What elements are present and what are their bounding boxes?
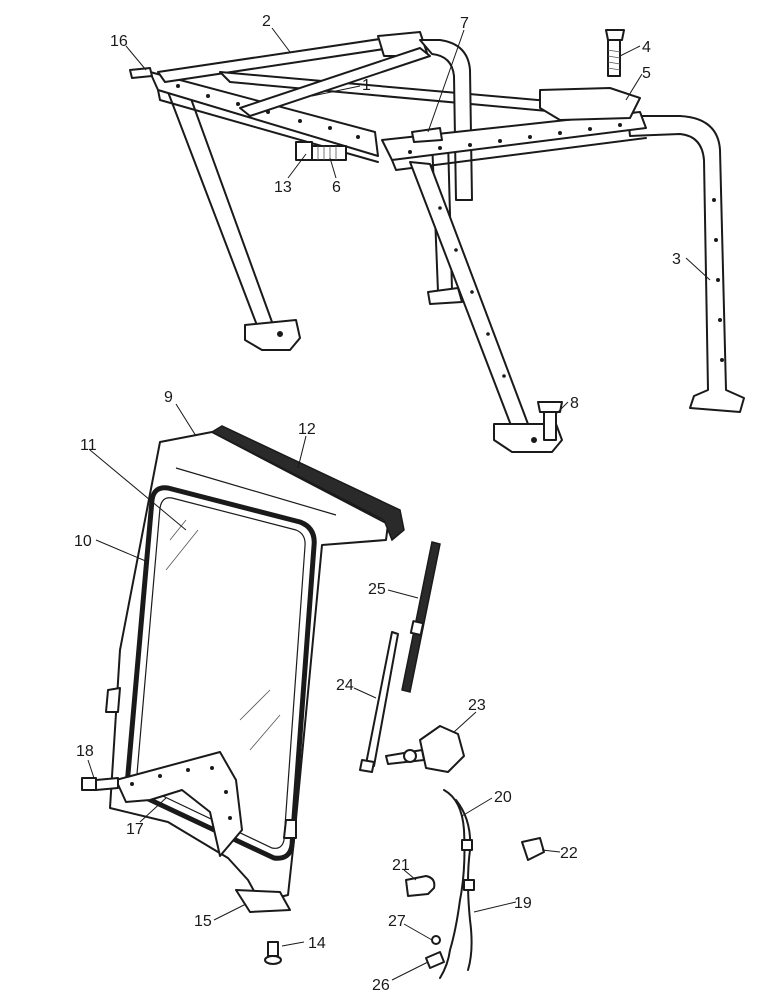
callout-17: 17 — [126, 821, 144, 838]
callout-7: 7 — [460, 15, 469, 32]
callout-1: 1 — [362, 77, 371, 94]
callout-26: 26 — [372, 977, 390, 994]
callout-3: 3 — [672, 251, 681, 268]
callout-13: 13 — [274, 179, 292, 196]
callout-labels: 1 2 3 4 5 6 7 8 9 10 11 12 13 14 15 16 1… — [74, 13, 681, 994]
callout-10: 10 — [74, 533, 92, 550]
callout-18: 18 — [76, 743, 94, 760]
callout-19: 19 — [514, 895, 532, 912]
callout-24: 24 — [336, 677, 354, 694]
callout-11: 11 — [80, 437, 97, 454]
roll-bar-frame — [129, 29, 745, 453]
wiper-assembly — [359, 541, 545, 979]
leader-lines — [87, 27, 711, 981]
callout-6: 6 — [332, 179, 341, 196]
callout-27: 27 — [388, 913, 406, 930]
callout-4: 4 — [642, 39, 651, 56]
callout-14: 14 — [308, 935, 326, 952]
callout-22: 22 — [560, 845, 578, 862]
callout-23: 23 — [468, 697, 486, 714]
callout-15: 15 — [194, 913, 212, 930]
callout-16: 16 — [110, 33, 128, 50]
callout-20: 20 — [494, 789, 512, 806]
callout-8: 8 — [570, 395, 579, 412]
callout-9: 9 — [164, 389, 173, 406]
callout-25: 25 — [368, 581, 386, 598]
windscreen-assembly — [81, 425, 405, 965]
callout-12: 12 — [298, 421, 316, 438]
callout-5: 5 — [642, 65, 651, 82]
callout-21: 21 — [392, 857, 410, 874]
callout-2: 2 — [262, 13, 271, 30]
